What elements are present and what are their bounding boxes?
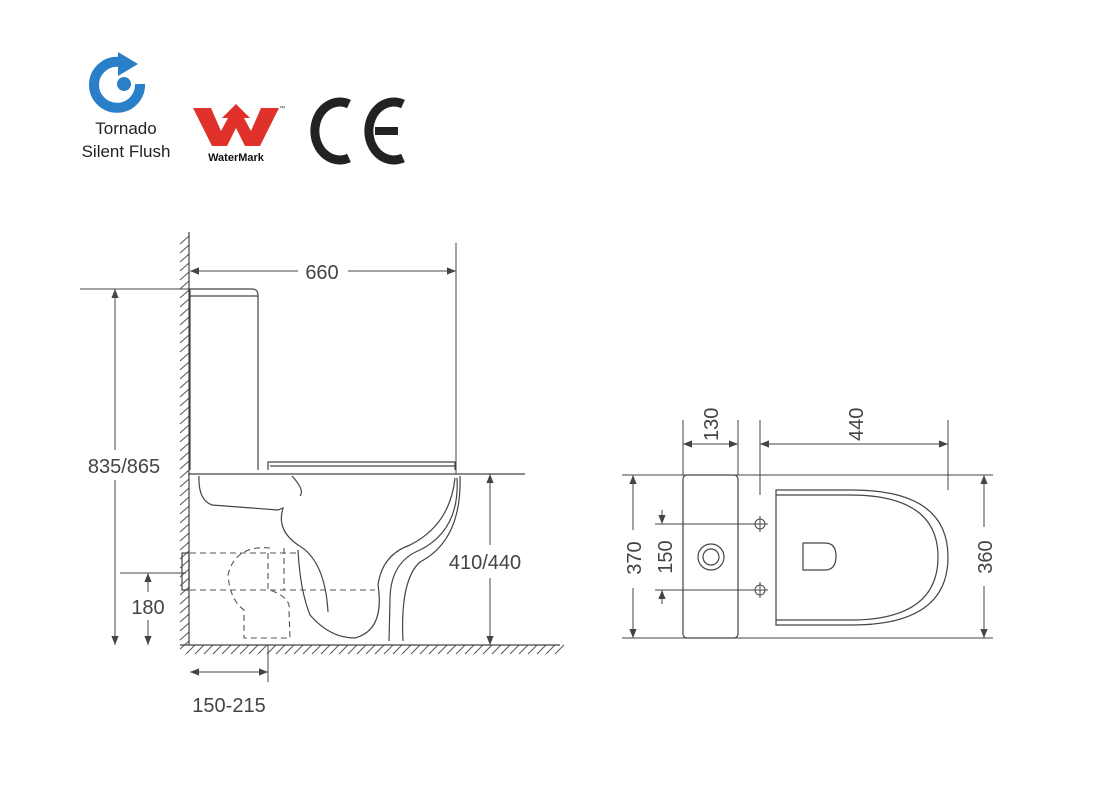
tornado-text-1: Tornado	[95, 119, 156, 138]
bowl-top	[775, 489, 949, 626]
wall-hatching	[179, 235, 190, 650]
dim-410-440: 410/440	[449, 552, 521, 574]
watermark-logo: ™ WaterMark	[193, 104, 285, 164]
dim-660: 660	[305, 262, 338, 284]
top-view: 370 150 360 130 440	[622, 408, 997, 639]
ce-mark-icon	[310, 97, 405, 165]
dim-835-865: 835/865	[88, 456, 160, 478]
watermark-w-icon	[193, 104, 279, 146]
watermark-text: WaterMark	[208, 152, 265, 164]
dim-150: 150	[655, 540, 677, 573]
dim-180: 180	[131, 597, 164, 619]
dim-370: 370	[624, 541, 646, 574]
tornado-text-2: Silent Flush	[82, 142, 171, 161]
dim-150-215: 150-215	[192, 695, 265, 717]
dim-440: 440	[846, 408, 868, 441]
dim-130: 130	[701, 408, 723, 441]
cistern	[189, 288, 259, 470]
side-view: 660 835/865 180 410/440 150-215	[80, 232, 565, 717]
tornado-logo: Tornado Silent Flush	[82, 52, 171, 161]
cistern-top	[682, 474, 739, 639]
tornado-swirl-icon	[89, 56, 146, 113]
watermark-tm: ™	[279, 105, 285, 112]
floor-hatching	[185, 644, 565, 655]
dim-360: 360	[975, 540, 997, 573]
